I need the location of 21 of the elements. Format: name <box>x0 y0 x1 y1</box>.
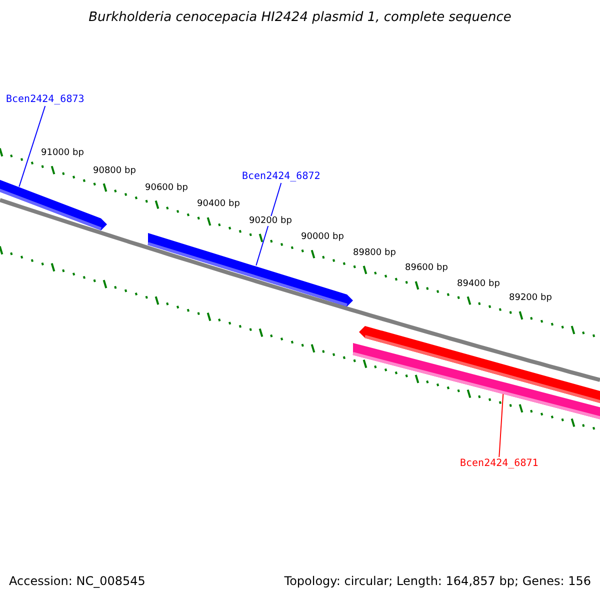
scale-label: 90800 bp <box>93 166 136 176</box>
leader-line <box>256 182 282 266</box>
title: Burkholderia cenocepacia HI2424 plasmid 1, complete sequence <box>88 10 512 25</box>
gene-label: Bcen2424_6873 <box>6 94 84 105</box>
scale-label: 91000 bp <box>41 148 84 158</box>
scale-label: 89600 bp <box>405 263 448 274</box>
accession-text: Accession: NC_008545 <box>9 574 146 588</box>
scale-label: 90400 bp <box>197 199 240 210</box>
leader-line <box>18 106 46 188</box>
scale-label: 90200 bp <box>249 216 292 226</box>
gene-label: Bcen2424_6871 <box>460 458 538 469</box>
sequence-info-text: Topology: circular; Length: 164,857 bp; Genes: 156 <box>284 574 591 588</box>
gene-arrow <box>0 178 107 230</box>
scale-label: 90600 bp <box>145 182 188 193</box>
gene-arrow <box>352 343 600 421</box>
scale-label: 90000 bp <box>301 232 344 242</box>
scale-label: 89200 bp <box>509 293 552 304</box>
gene-arrow <box>148 233 353 306</box>
scale-label: 89400 bp <box>457 278 500 289</box>
leader-line <box>498 394 504 458</box>
gene-label: Bcen2424_6872 <box>242 171 320 182</box>
